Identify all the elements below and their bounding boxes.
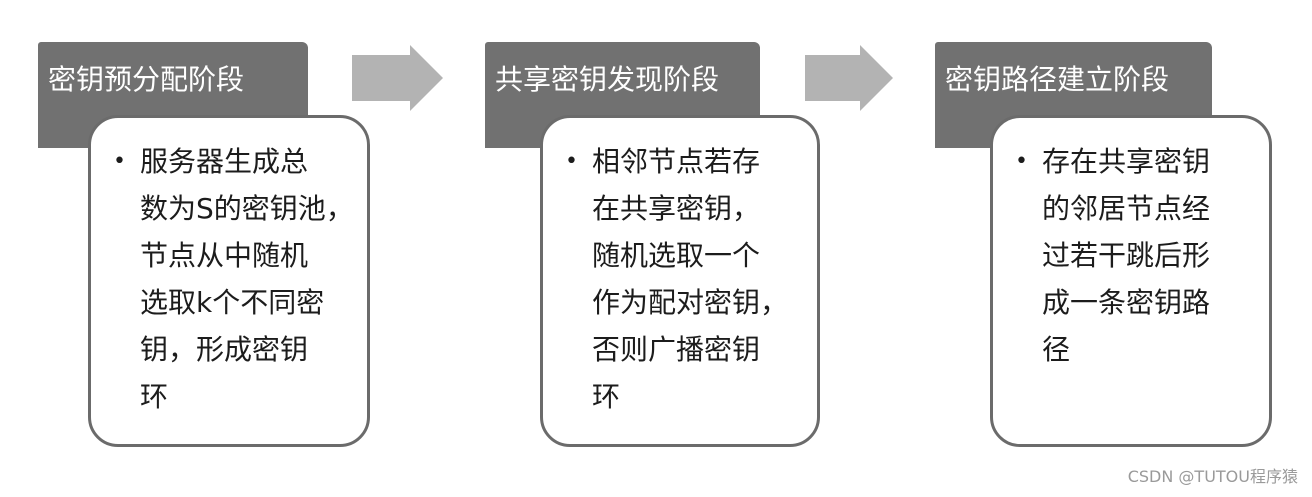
stage-3-description: 存在共享密钥 的邻居节点经 过若干跳后形 成一条密钥路 径 <box>1042 138 1210 373</box>
stage-1-line: 选取k个不同密 <box>140 286 325 319</box>
arrow-right-icon <box>805 45 893 111</box>
stage-1-line: 环 <box>140 380 169 413</box>
stage-2-line: 作为配对密钥， <box>592 286 789 319</box>
stage-2-line: 在共享密钥， <box>592 192 761 225</box>
stage-3-line: 存在共享密钥 <box>1042 145 1211 178</box>
stage-2-line: 否则广播密钥 <box>592 333 761 366</box>
stage-3-title: 密钥路径建立阶段 <box>945 63 1170 96</box>
stage-1-line: 节点从中随机 <box>140 239 309 272</box>
stage-2-line: 随机选取一个 <box>592 239 761 272</box>
stage-1-description: 服务器生成总 数为S的密钥池， 节点从中随机 选取k个不同密 钥，形成密钥 环 <box>140 138 354 420</box>
stage-1-title: 密钥预分配阶段 <box>48 63 245 96</box>
stage-2-card: • 相邻节点若存 在共享密钥， 随机选取一个 作为配对密钥， 否则广播密钥 环 <box>540 115 820 447</box>
stage-1-line: 服务器生成总 <box>140 145 309 178</box>
stage-1-line: 数为S的密钥池， <box>140 192 354 225</box>
stage-1-card: • 服务器生成总 数为S的密钥池， 节点从中随机 选取k个不同密 钥，形成密钥 … <box>88 115 370 447</box>
stage-2-bullet: • <box>565 149 578 174</box>
stage-1-line: 钥，形成密钥 <box>140 333 309 366</box>
stage-1-bullet: • <box>113 149 126 174</box>
stage-3-card: • 存在共享密钥 的邻居节点经 过若干跳后形 成一条密钥路 径 <box>990 115 1272 447</box>
arrow-1-shape <box>352 45 443 111</box>
stage-2-description: 相邻节点若存 在共享密钥， 随机选取一个 作为配对密钥， 否则广播密钥 环 <box>592 138 788 420</box>
stage-2-line: 环 <box>592 380 621 413</box>
arrow-right-icon <box>352 45 443 111</box>
stage-3-line: 成一条密钥路 <box>1042 286 1211 319</box>
stage-2-line: 相邻节点若存 <box>592 145 761 178</box>
stage-3-line: 径 <box>1042 333 1071 366</box>
stage-2-title: 共享密钥发现阶段 <box>495 63 720 96</box>
stage-3-bullet: • <box>1015 149 1028 174</box>
watermark: CSDN @TUTOU程序猿 <box>1127 467 1298 486</box>
arrow-2-shape <box>805 45 893 111</box>
stage-3-line: 过若干跳后形 <box>1042 239 1211 272</box>
stage-3-line: 的邻居节点经 <box>1042 192 1211 225</box>
